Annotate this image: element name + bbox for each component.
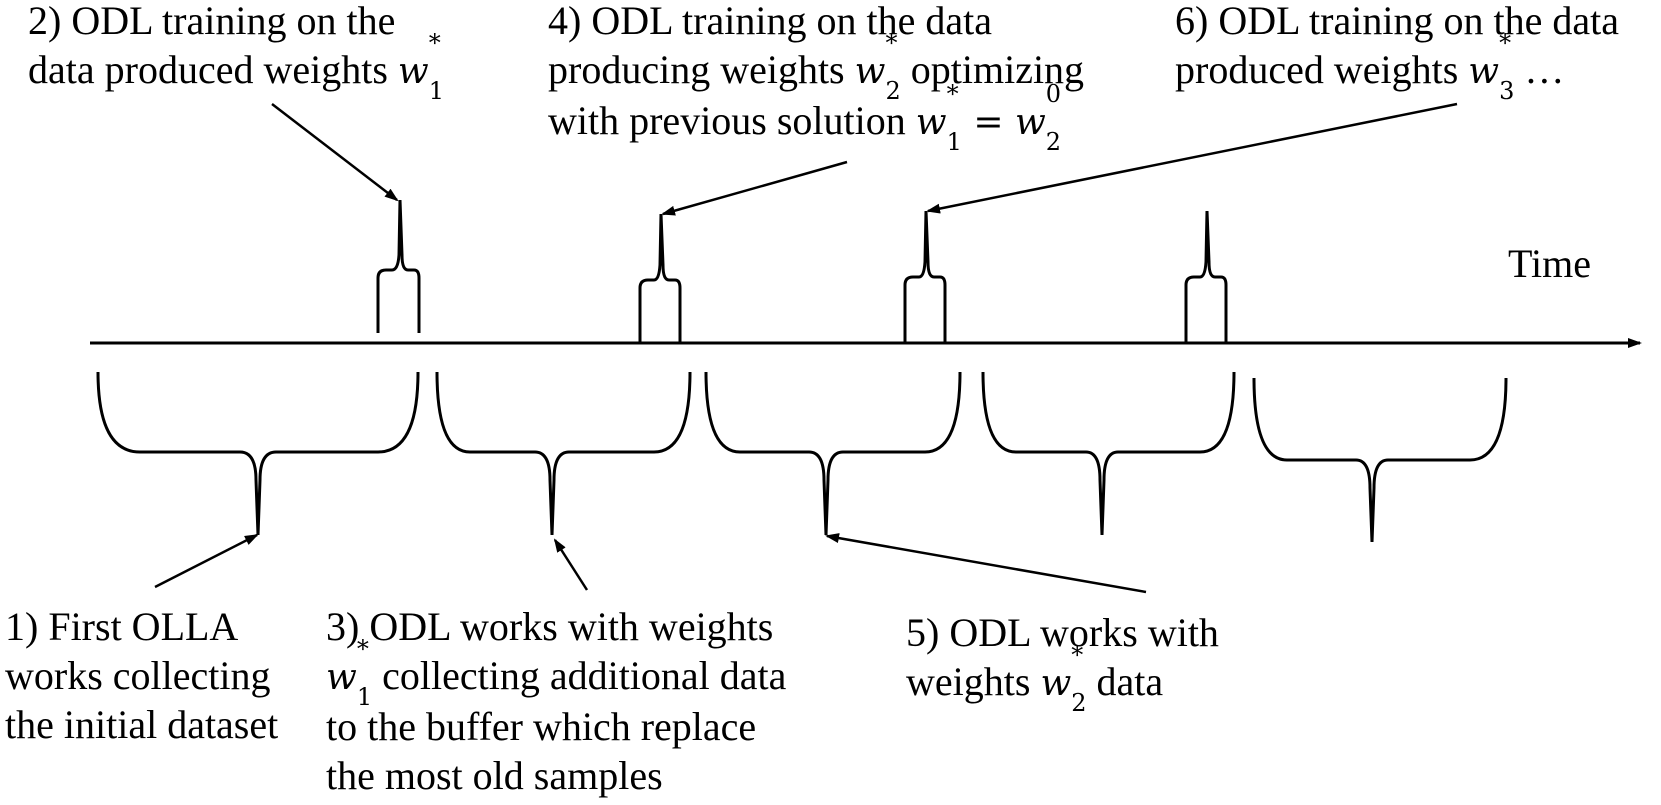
weight-symbol: w*3 [1468, 29, 1515, 106]
callout-arrow-4 [661, 160, 848, 216]
annotation-4-line2: producing weights w*2 optimizing [548, 29, 1085, 106]
annotation-4-line1: 4) ODL training on the data [548, 0, 992, 43]
annotation-3-line1: 3) ODL works with weights [326, 604, 774, 649]
annotation-3: 3) ODL works with weights w*1 collecting… [326, 602, 786, 800]
annotation-1-line2: works collecting [5, 653, 271, 698]
annotation-6: 6) ODL training on the data produced wei… [1175, 0, 1619, 106]
annotation-5-line1: 5) ODL works with [906, 610, 1219, 655]
annotation-6-line2: produced weights w*3 … [1175, 29, 1565, 106]
annotation-4: 4) ODL training on the data producing we… [548, 0, 1085, 157]
brace-2 [435, 371, 692, 536]
brace-4 [981, 371, 1236, 536]
annotation-3-line2: w*1 collecting additional data [326, 635, 787, 712]
weight-symbol: w*2 [1040, 641, 1087, 718]
training-pulse-2 [638, 213, 682, 343]
annotation-6-line1: 6) ODL training on the data [1175, 0, 1619, 43]
training-pulse-1 [376, 199, 421, 333]
callout-arrow-6 [926, 102, 1458, 214]
annotation-5-line2: weights w*2 data [906, 641, 1164, 718]
annotation-2-line1: 2) ODL training on the [28, 0, 396, 43]
brace-1 [96, 371, 420, 536]
callout-arrow-1 [154, 533, 259, 589]
annotation-1-line1: 1) First OLLA [5, 604, 239, 649]
annotation-1-line3: the initial dataset [5, 702, 279, 747]
training-pulse-3 [903, 210, 947, 343]
annotation-3-line3: to the buffer which replace [326, 704, 757, 749]
training-pulse-4 [1184, 210, 1228, 343]
annotation-2: 2) ODL training on the data produced wei… [28, 0, 444, 106]
annotation-1: 1) First OLLA works collecting the initi… [5, 602, 278, 749]
weight-symbol: w*1 [397, 29, 444, 106]
callout-arrow-2 [271, 103, 399, 202]
weight-symbol: w*2 [854, 29, 901, 106]
callout-arrow-3 [553, 538, 589, 591]
callout-arrow-5 [825, 533, 1147, 594]
weight-symbol: w*1 [915, 80, 962, 157]
brace-3 [704, 371, 962, 536]
annotation-3-line4: the most old samples [326, 753, 663, 798]
annotation-2-line2: data produced weights w*1 [28, 29, 444, 106]
brace-5 [1252, 377, 1508, 543]
annotation-5: 5) ODL works with weights w*2 data [906, 608, 1219, 718]
axis-label-time: Time [1508, 241, 1592, 286]
weight-symbol: w*1 [326, 635, 373, 712]
